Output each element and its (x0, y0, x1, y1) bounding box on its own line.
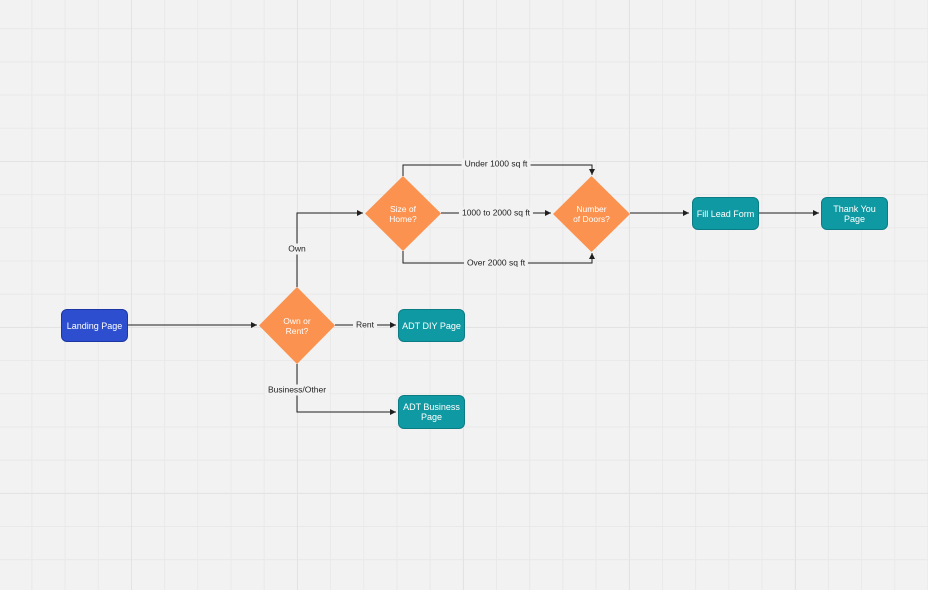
edge-label-own: Own (285, 243, 309, 255)
decision-label: Number of Doors? (573, 204, 610, 224)
decision-size-of-home[interactable]: Size of Home? (365, 176, 441, 251)
node-adt-diy-page[interactable]: ADT DIY Page (398, 309, 465, 342)
edge-label-business-other: Business/Other (264, 384, 330, 396)
connector-business-other (296, 364, 396, 415)
node-thank-you-page[interactable]: Thank You Page (821, 197, 888, 230)
edge-label-1000-2000: 1000 to 2000 sq ft (458, 207, 534, 219)
connector-own (296, 210, 363, 287)
edge-label-under-1000: Under 1000 sq ft (461, 158, 531, 170)
decision-label: Own or Rent? (283, 315, 311, 336)
node-landing-page[interactable]: Landing Page (61, 309, 128, 342)
node-adt-business-page[interactable]: ADT Business Page (398, 395, 465, 429)
edge-label-over-2000: Over 2000 sq ft (463, 257, 529, 269)
node-fill-lead-form[interactable]: Fill Lead Form (692, 197, 759, 230)
decision-own-or-rent[interactable]: Own or Rent? (259, 287, 335, 364)
decision-number-of-doors[interactable]: Number of Doors? (553, 176, 630, 252)
edge-label-rent: Rent (353, 319, 377, 331)
decision-label: Size of Home? (389, 203, 417, 224)
